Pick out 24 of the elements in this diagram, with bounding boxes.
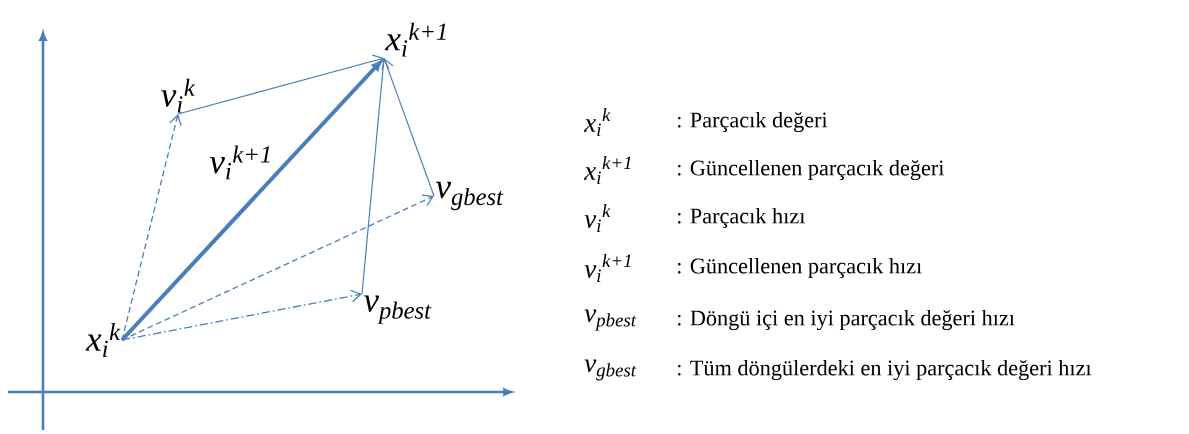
symbol: x$_{i}$k+1 <box>583 155 631 184</box>
definition-text: : Döngü içi en iyi parçacık değeri hızı <box>678 309 1015 331</box>
symbol: v$_{pbest}$ <box>584 309 637 331</box>
definition-text: : Güncellenen parçacık hızı <box>678 257 922 279</box>
point-label: v$_{i}$k <box>161 78 196 113</box>
point-label: v$_{pbest}$ <box>363 295 432 324</box>
definition-text: : Parçacık hızı <box>678 207 805 229</box>
symbol: v$_{i}$k+1 <box>584 253 631 282</box>
definition-text: : Parçacık değeri <box>678 111 828 133</box>
edge-label: v$_{i}$k+1 <box>209 145 270 180</box>
arrow <box>361 58 390 295</box>
definition-text: : Güncellenen parçacık değeri <box>678 159 945 181</box>
arrow <box>121 289 362 341</box>
symbol: x$_{i}$k <box>583 107 611 136</box>
arrow <box>177 54 384 115</box>
symbol: v$_{i}$k <box>584 203 611 232</box>
point-label: x$_{i}$k+1 <box>385 22 446 57</box>
point-label: v$_{gbest}$ <box>435 181 504 211</box>
arrow <box>120 60 382 342</box>
arrow <box>121 194 434 341</box>
definition-text: : Tüm döngülerdeki en iyi parçacık değeri hızı <box>678 359 1092 381</box>
symbol: v$_{gbest}$ <box>584 359 637 381</box>
arrow <box>381 58 435 197</box>
point-label: x$_{i}$k <box>85 323 121 357</box>
